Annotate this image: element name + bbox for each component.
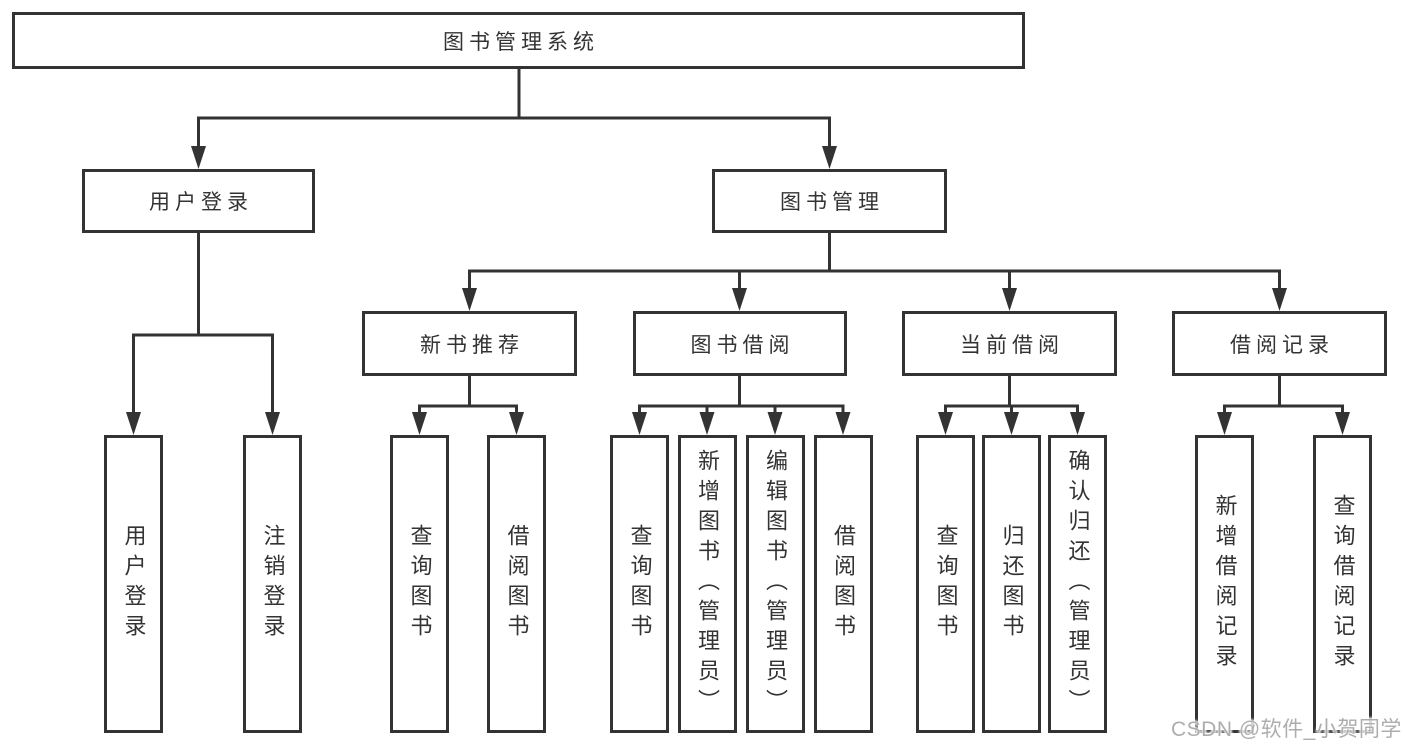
node-borrowing-records: 借阅记录 (1172, 311, 1387, 376)
leaf-query-books-recommend: 查询图书 (390, 435, 449, 733)
node-user-login: 用户登录 (82, 169, 315, 233)
leaf-return-book: 归还图书 (982, 435, 1041, 733)
node-label: 当前借阅 (960, 333, 1064, 357)
node-label: 新书推荐 (420, 333, 524, 357)
node-label: 查询图书 (407, 524, 433, 644)
node-label: 查询图书 (933, 524, 959, 644)
leaf-add-borrow-record: 新增借阅记录 (1195, 435, 1254, 733)
node-label: 查询借阅记录 (1330, 494, 1356, 674)
leaf-edit-book-admin: 编辑图书（管理员） (745, 435, 805, 733)
node-label: 新增图书（管理员） (695, 449, 720, 719)
node-label: 图书管理 (780, 191, 884, 214)
node-label: 借阅图书 (831, 524, 856, 644)
leaf-query-borrow-record: 查询借阅记录 (1313, 435, 1372, 733)
node-library-management-system: 图书管理系统 (12, 12, 1025, 69)
leaf-logout-login: 注销登录 (243, 435, 302, 733)
watermark: CSDN @软件_小贺同学 (1171, 718, 1402, 741)
node-current-borrowing: 当前借阅 (902, 311, 1117, 376)
node-label: 图书管理系统 (443, 30, 599, 54)
node-book-management: 图书管理 (712, 169, 947, 233)
leaf-query-books-current: 查询图书 (916, 435, 975, 733)
node-label: 用户登录 (121, 524, 147, 644)
node-label: 归还图书 (999, 524, 1025, 644)
leaf-add-book-admin: 新增图书（管理员） (677, 435, 737, 733)
node-label: 新增借阅记录 (1212, 494, 1238, 674)
leaf-query-books-borrow: 查询图书 (610, 435, 669, 733)
node-label: 用户登录 (149, 191, 253, 214)
node-label: 注销登录 (260, 524, 286, 644)
leaf-confirm-return-admin: 确认归还（管理员） (1048, 435, 1107, 733)
node-label: 查询图书 (627, 524, 653, 644)
node-label: 借阅图书 (504, 524, 530, 644)
node-label: 图书借阅 (690, 333, 795, 357)
leaf-user-login: 用户登录 (104, 435, 163, 733)
leaf-borrow-books-recommend: 借阅图书 (487, 435, 546, 733)
node-book-borrowing: 图书借阅 (633, 311, 847, 376)
node-label: 借阅记录 (1230, 333, 1334, 357)
arrowhead-icons (126, 146, 1350, 435)
node-label: 编辑图书（管理员） (763, 449, 788, 719)
node-label: 确认归还（管理员） (1065, 449, 1091, 719)
node-new-book-recommend: 新书推荐 (362, 311, 577, 376)
leaf-borrow-books: 借阅图书 (813, 435, 873, 733)
